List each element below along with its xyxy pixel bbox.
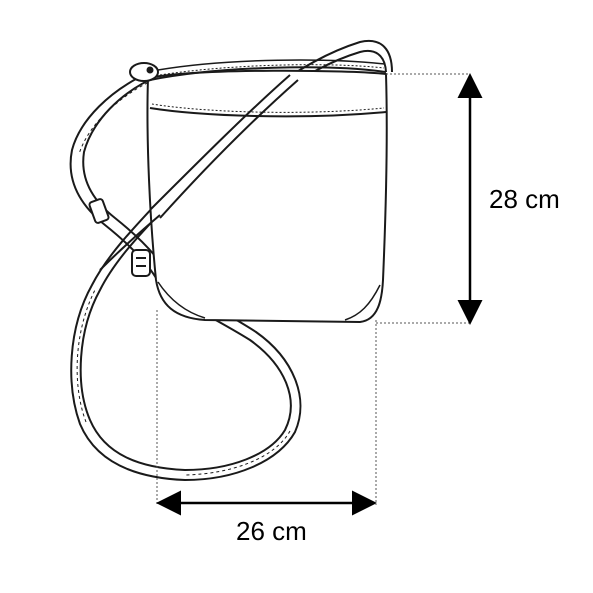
width-label: 26 cm <box>236 516 307 546</box>
buckle-icon <box>131 249 151 277</box>
zipper <box>129 59 387 82</box>
height-label: 28 cm <box>489 184 560 214</box>
zipper-pull-icon <box>129 62 159 82</box>
dimension-guides <box>156 73 470 505</box>
bag-body <box>146 69 388 324</box>
pocket-seam <box>149 107 387 118</box>
strap-keeper-icon <box>88 198 110 224</box>
strap-front <box>99 74 299 271</box>
